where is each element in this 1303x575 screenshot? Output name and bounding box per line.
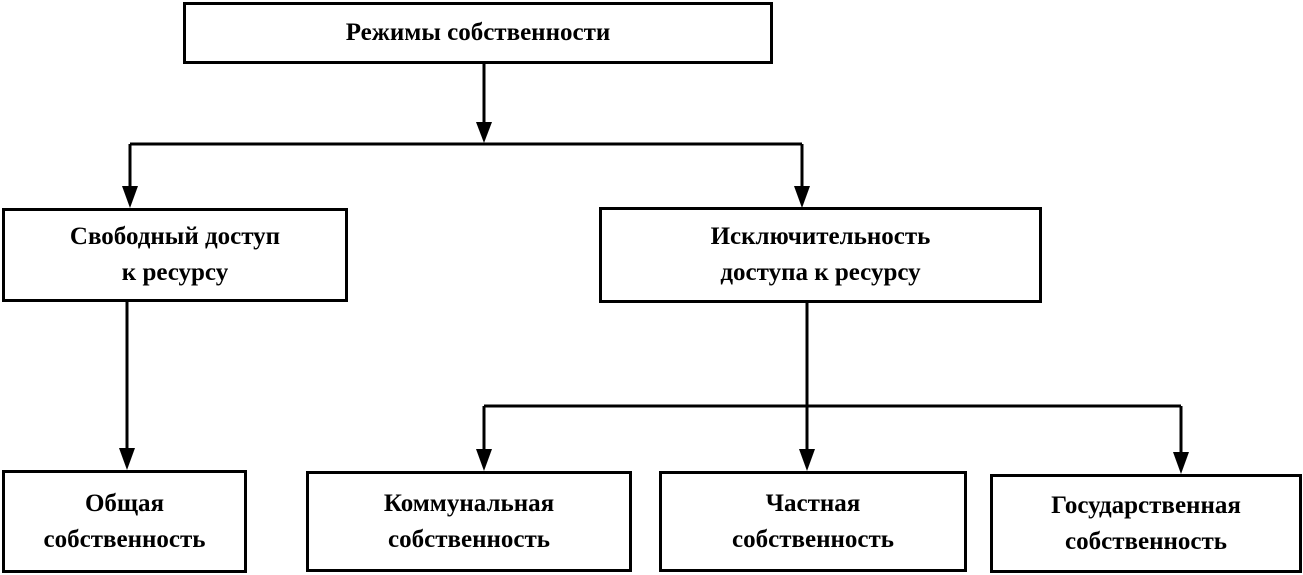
exclusive-access-label-line1: Исключительность [710, 223, 931, 250]
arrowhead-free-access [122, 186, 138, 208]
communal-property-label-line2: собственность [388, 525, 550, 553]
private-property-label-line2: собственность [732, 525, 894, 553]
arrowhead-exclusive-access [794, 186, 810, 208]
arrowhead-root [476, 122, 492, 143]
common-property-label-line2: собственность [43, 525, 206, 553]
state-property-label-line1: Государственная [1051, 491, 1241, 519]
root-node: Режимы собственности [183, 2, 773, 64]
root-node-label: Режимы собственности [345, 19, 611, 46]
state-property-node: Государственная собственность [990, 474, 1302, 573]
exclusive-access-label-line2: доступа к ресурсу [720, 259, 921, 286]
arrowhead-state [1173, 452, 1189, 474]
exclusive-access-node: Исключительность доступа к ресурсу [599, 207, 1042, 303]
communal-property-label-line1: Коммунальная [383, 489, 555, 517]
communal-property-node: Коммунальная собственность [306, 471, 632, 572]
arrowhead-private [799, 449, 815, 471]
free-access-node: Свободный доступ к ресурсу [2, 208, 348, 302]
free-access-label-line2: к ресурсу [121, 259, 229, 286]
state-property-label-line2: собственность [1065, 527, 1227, 555]
private-property-label-line1: Частная [765, 489, 861, 517]
free-access-label-line1: Свободный доступ [69, 223, 281, 250]
arrowhead-common [119, 448, 135, 470]
common-property-node: Общая собственность [2, 470, 247, 573]
common-property-label-line1: Общая [84, 489, 165, 517]
arrowhead-communal [476, 449, 492, 471]
private-property-node: Частная собственность [659, 471, 967, 572]
